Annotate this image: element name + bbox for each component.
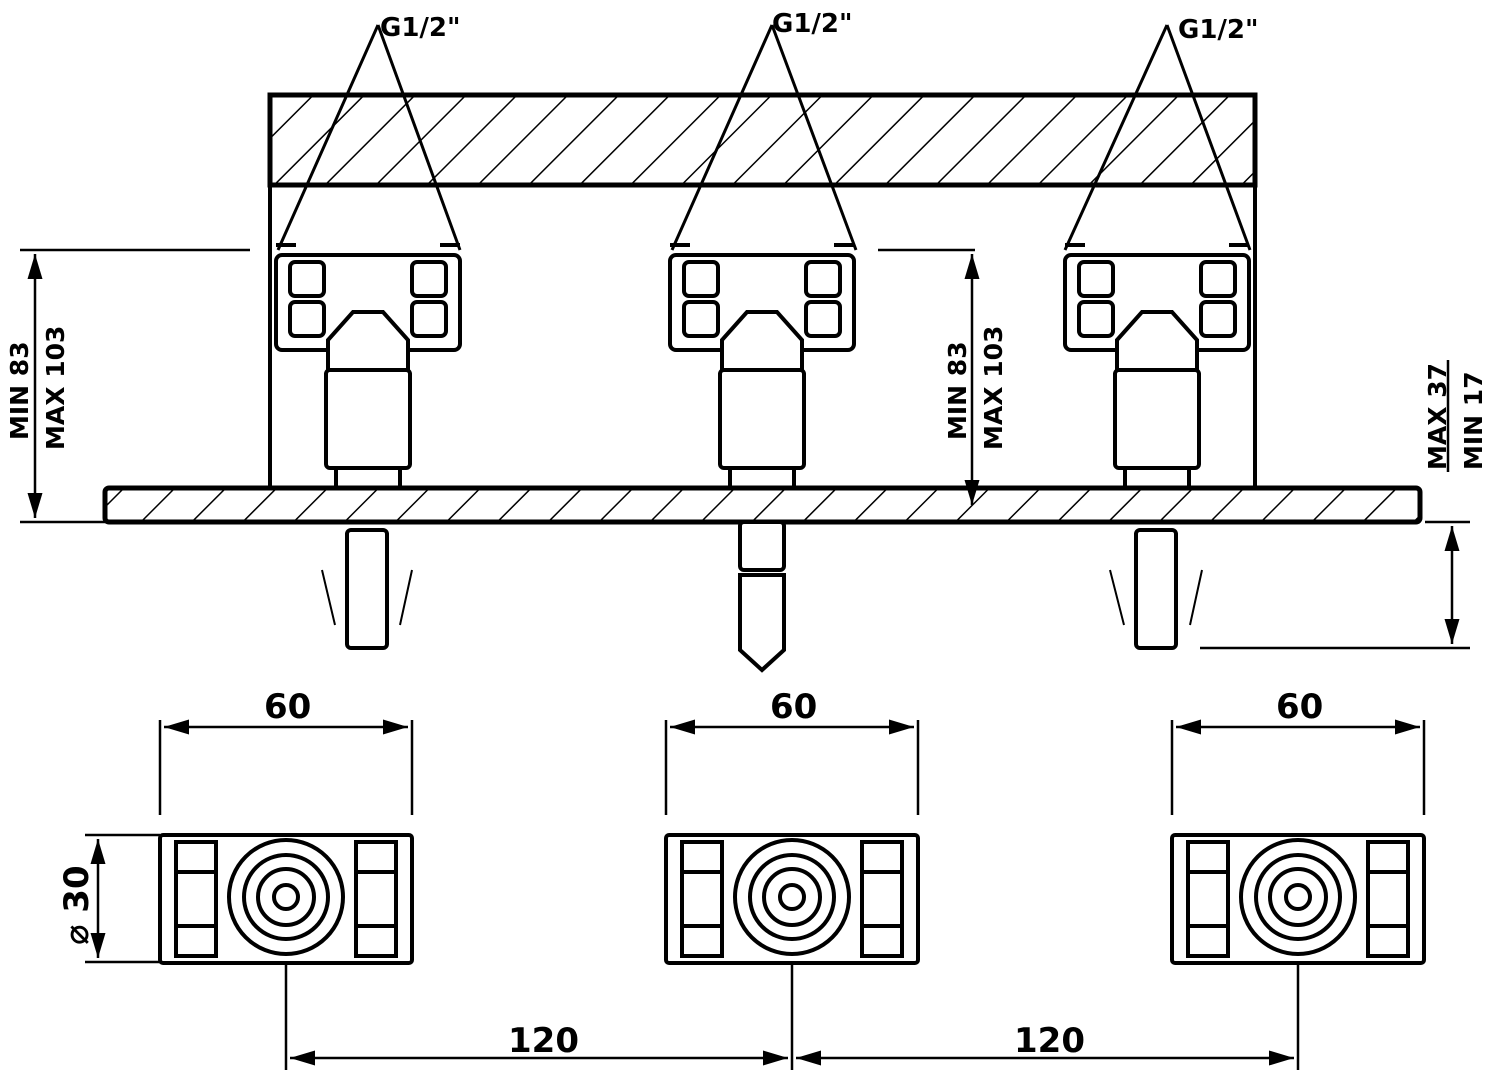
tile-plate [102,485,1423,525]
stems-below-plate [321,520,1203,673]
valve-bottom-right [1170,833,1426,965]
valve-bottom-center [664,833,920,965]
valve-front-left [271,0,465,490]
thread-label-center: G1/2" [772,9,853,39]
width-label-left: 60 [264,687,311,727]
valve-bottom-left [158,833,414,965]
width-label-center: 60 [770,687,817,727]
depth-min-center: MIN 83 [943,341,972,440]
projection-min: MIN 17 [1459,371,1486,470]
depth-dimension-lines [20,248,1470,650]
valve-front-right [1060,0,1254,490]
width-label-right: 60 [1276,687,1323,727]
thread-label-left: G1/2" [380,13,461,43]
spacing-label-right: 120 [1014,1021,1085,1061]
spacing-label-left: 120 [508,1021,579,1061]
depth-max-left: MAX 103 [41,326,70,450]
wall-section [267,92,1258,188]
diameter-label: ⌀ 30 [57,865,97,945]
thread-label-right: G1/2" [1178,15,1259,45]
valve-front-center [665,0,859,490]
depth-max-center: MAX 103 [979,326,1008,450]
thread-leaders [276,24,1252,251]
depth-min-left: MIN 83 [5,341,34,440]
width-dimension-lines [85,719,1426,1070]
